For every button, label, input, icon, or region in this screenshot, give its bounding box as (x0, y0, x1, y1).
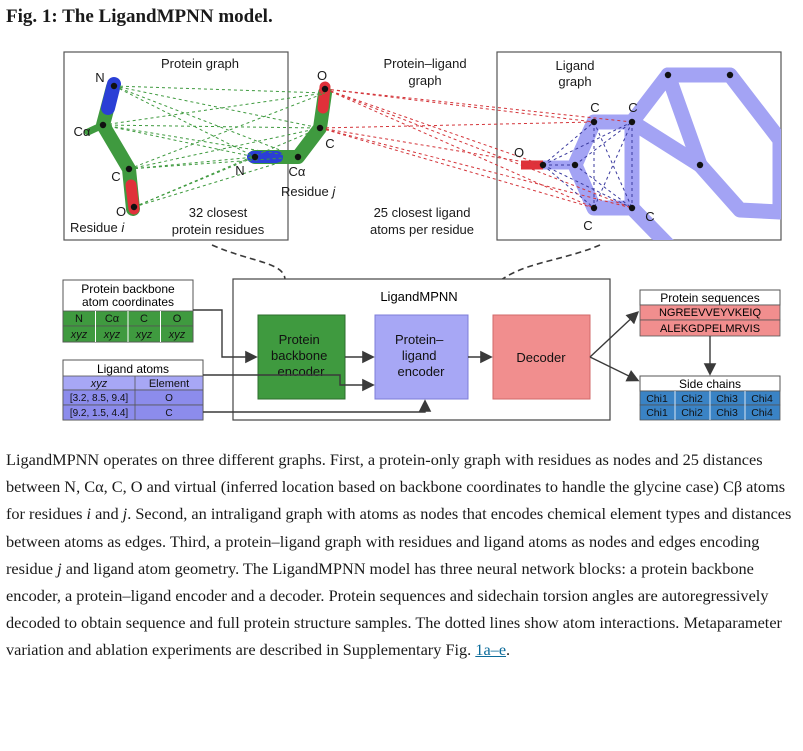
protein-sequences-table: Protein sequences NGREEVVEYVKEIQ ALEKGDP… (639, 289, 781, 337)
atom-label-c-left: C (111, 169, 120, 184)
decoder-label: Decoder (516, 350, 566, 365)
backbone-header-o: O (173, 313, 182, 325)
residue-i-label: Residue i (70, 220, 125, 235)
protein-graph-panel (63, 51, 289, 241)
sequence-row-1: NGREEVVEYVKEIQ (659, 307, 762, 319)
ligand-graph-title-1: Ligand (555, 58, 594, 73)
backbone-header-ca: Cα (105, 313, 120, 325)
atom-label-ligand-c-top1: C (590, 100, 599, 115)
side-chain-r2-c1: Chi1 (646, 407, 668, 419)
atom-dots (99, 71, 734, 212)
protein-ligand-interaction-lines (319, 88, 633, 209)
arrow-ligand-input (203, 374, 375, 392)
backbone-value-c: xyz (135, 329, 153, 341)
backbone-value-n: xyz (70, 329, 88, 341)
side-chain-r2-c3: Chi3 (716, 407, 738, 419)
figure-title: Fig. 1: The LigandMPNN model. (6, 6, 273, 27)
ligand-encoder-label: Protein– ligand encoder (395, 332, 447, 379)
side-chain-r1-c4: Chi4 (751, 393, 773, 405)
side-chain-r1-c3: Chi3 (716, 393, 738, 405)
model-title: LigandMPNN (380, 289, 457, 304)
ligand-row2-element: C (165, 408, 172, 419)
arrow-decoder-to-sidechains (589, 356, 640, 382)
protein-ligand-graph-title-2: graph (408, 73, 441, 88)
atom-label-ca-right: Cα (289, 164, 306, 179)
backbone-value-o: xyz (168, 329, 186, 341)
atom-label-ligand-c-top2: C (628, 100, 637, 115)
arrow-decoder-to-sequences (589, 311, 640, 358)
atom-label-o-right: O (317, 68, 327, 83)
closest-ligand-line2: atoms per residue (370, 222, 474, 237)
side-chain-r2-c4: Chi4 (751, 407, 773, 419)
side-chains-title: Side chains (679, 377, 741, 391)
atom-label-n-left: N (95, 70, 104, 85)
figure-diagram: Protein graph N Cα C O O C N Cα Residue … (62, 51, 782, 421)
ligand-header-element: Element (149, 378, 189, 390)
decoder-block (492, 314, 591, 400)
atom-label-ligand-c-bottom2: C (645, 209, 654, 224)
closest-residues-line2: protein residues (172, 222, 265, 237)
ligand-row1-element: O (165, 393, 173, 404)
backbone-header-n: N (75, 313, 83, 325)
arrow-backbone-input (193, 309, 258, 364)
backbone-encoder-label: Protein backbone encoder (271, 332, 331, 379)
protein-interaction-lines (102, 85, 326, 208)
figure-caption: LigandMPNN operates on three different g… (6, 450, 792, 660)
arrow-ligand-input-2 (203, 399, 432, 413)
ligand-encoder-block (374, 314, 469, 400)
closest-residues-line1: 32 closest (189, 205, 248, 220)
backbone-input-table: Protein backbone atom coordinates N Cα C… (62, 279, 194, 343)
ligand-header-xyz: xyz (90, 378, 108, 390)
backbone-encoder-block (257, 314, 346, 400)
backbone-input-title-2: atom coordinates (82, 295, 174, 309)
side-chain-r1-c2: Chi2 (681, 393, 703, 405)
atom-label-c-right: C (325, 136, 334, 151)
atom-label-ligand-c-bottom1: C (583, 218, 592, 233)
ligand-input-title: Ligand atoms (97, 362, 169, 376)
side-chain-r2-c2: Chi2 (681, 407, 703, 419)
ligand-graph-title-2: graph (558, 74, 591, 89)
backbone-input-title-1: Protein backbone (81, 282, 175, 296)
residue-j-label: Residue j (281, 184, 336, 199)
side-chains-table: Side chains Chi1 Chi2 Chi3 Chi4 Chi1 Chi… (639, 375, 781, 421)
atom-label-n-right: N (235, 163, 244, 178)
atom-label-ca-left: Cα (74, 124, 91, 139)
ligand-input-table: Ligand atoms xyz Element [3.2, 8.5, 9.4]… (62, 359, 204, 421)
supplementary-figure-link[interactable]: 1a–e (475, 640, 507, 660)
backbone-header-c: C (140, 313, 148, 325)
protein-ligand-graph-title-1: Protein–ligand (383, 56, 466, 71)
atom-label-ligand-o: O (514, 145, 524, 160)
closest-ligand-line1: 25 closest ligand (374, 205, 471, 220)
side-chain-r1-c1: Chi1 (646, 393, 668, 405)
ligand-row1-xyz: [3.2, 8.5, 9.4] (70, 393, 129, 404)
backbone-value-ca: xyz (103, 329, 121, 341)
sequences-title: Protein sequences (660, 291, 759, 305)
protein-graph-title: Protein graph (161, 56, 239, 71)
intraligand-interaction-lines (542, 121, 633, 209)
atom-label-o-left: O (116, 204, 126, 219)
ligand-row2-xyz: [9.2, 1.5, 4.4] (70, 408, 129, 419)
sequence-row-2: ALEKGDPELMRVIS (660, 323, 760, 335)
